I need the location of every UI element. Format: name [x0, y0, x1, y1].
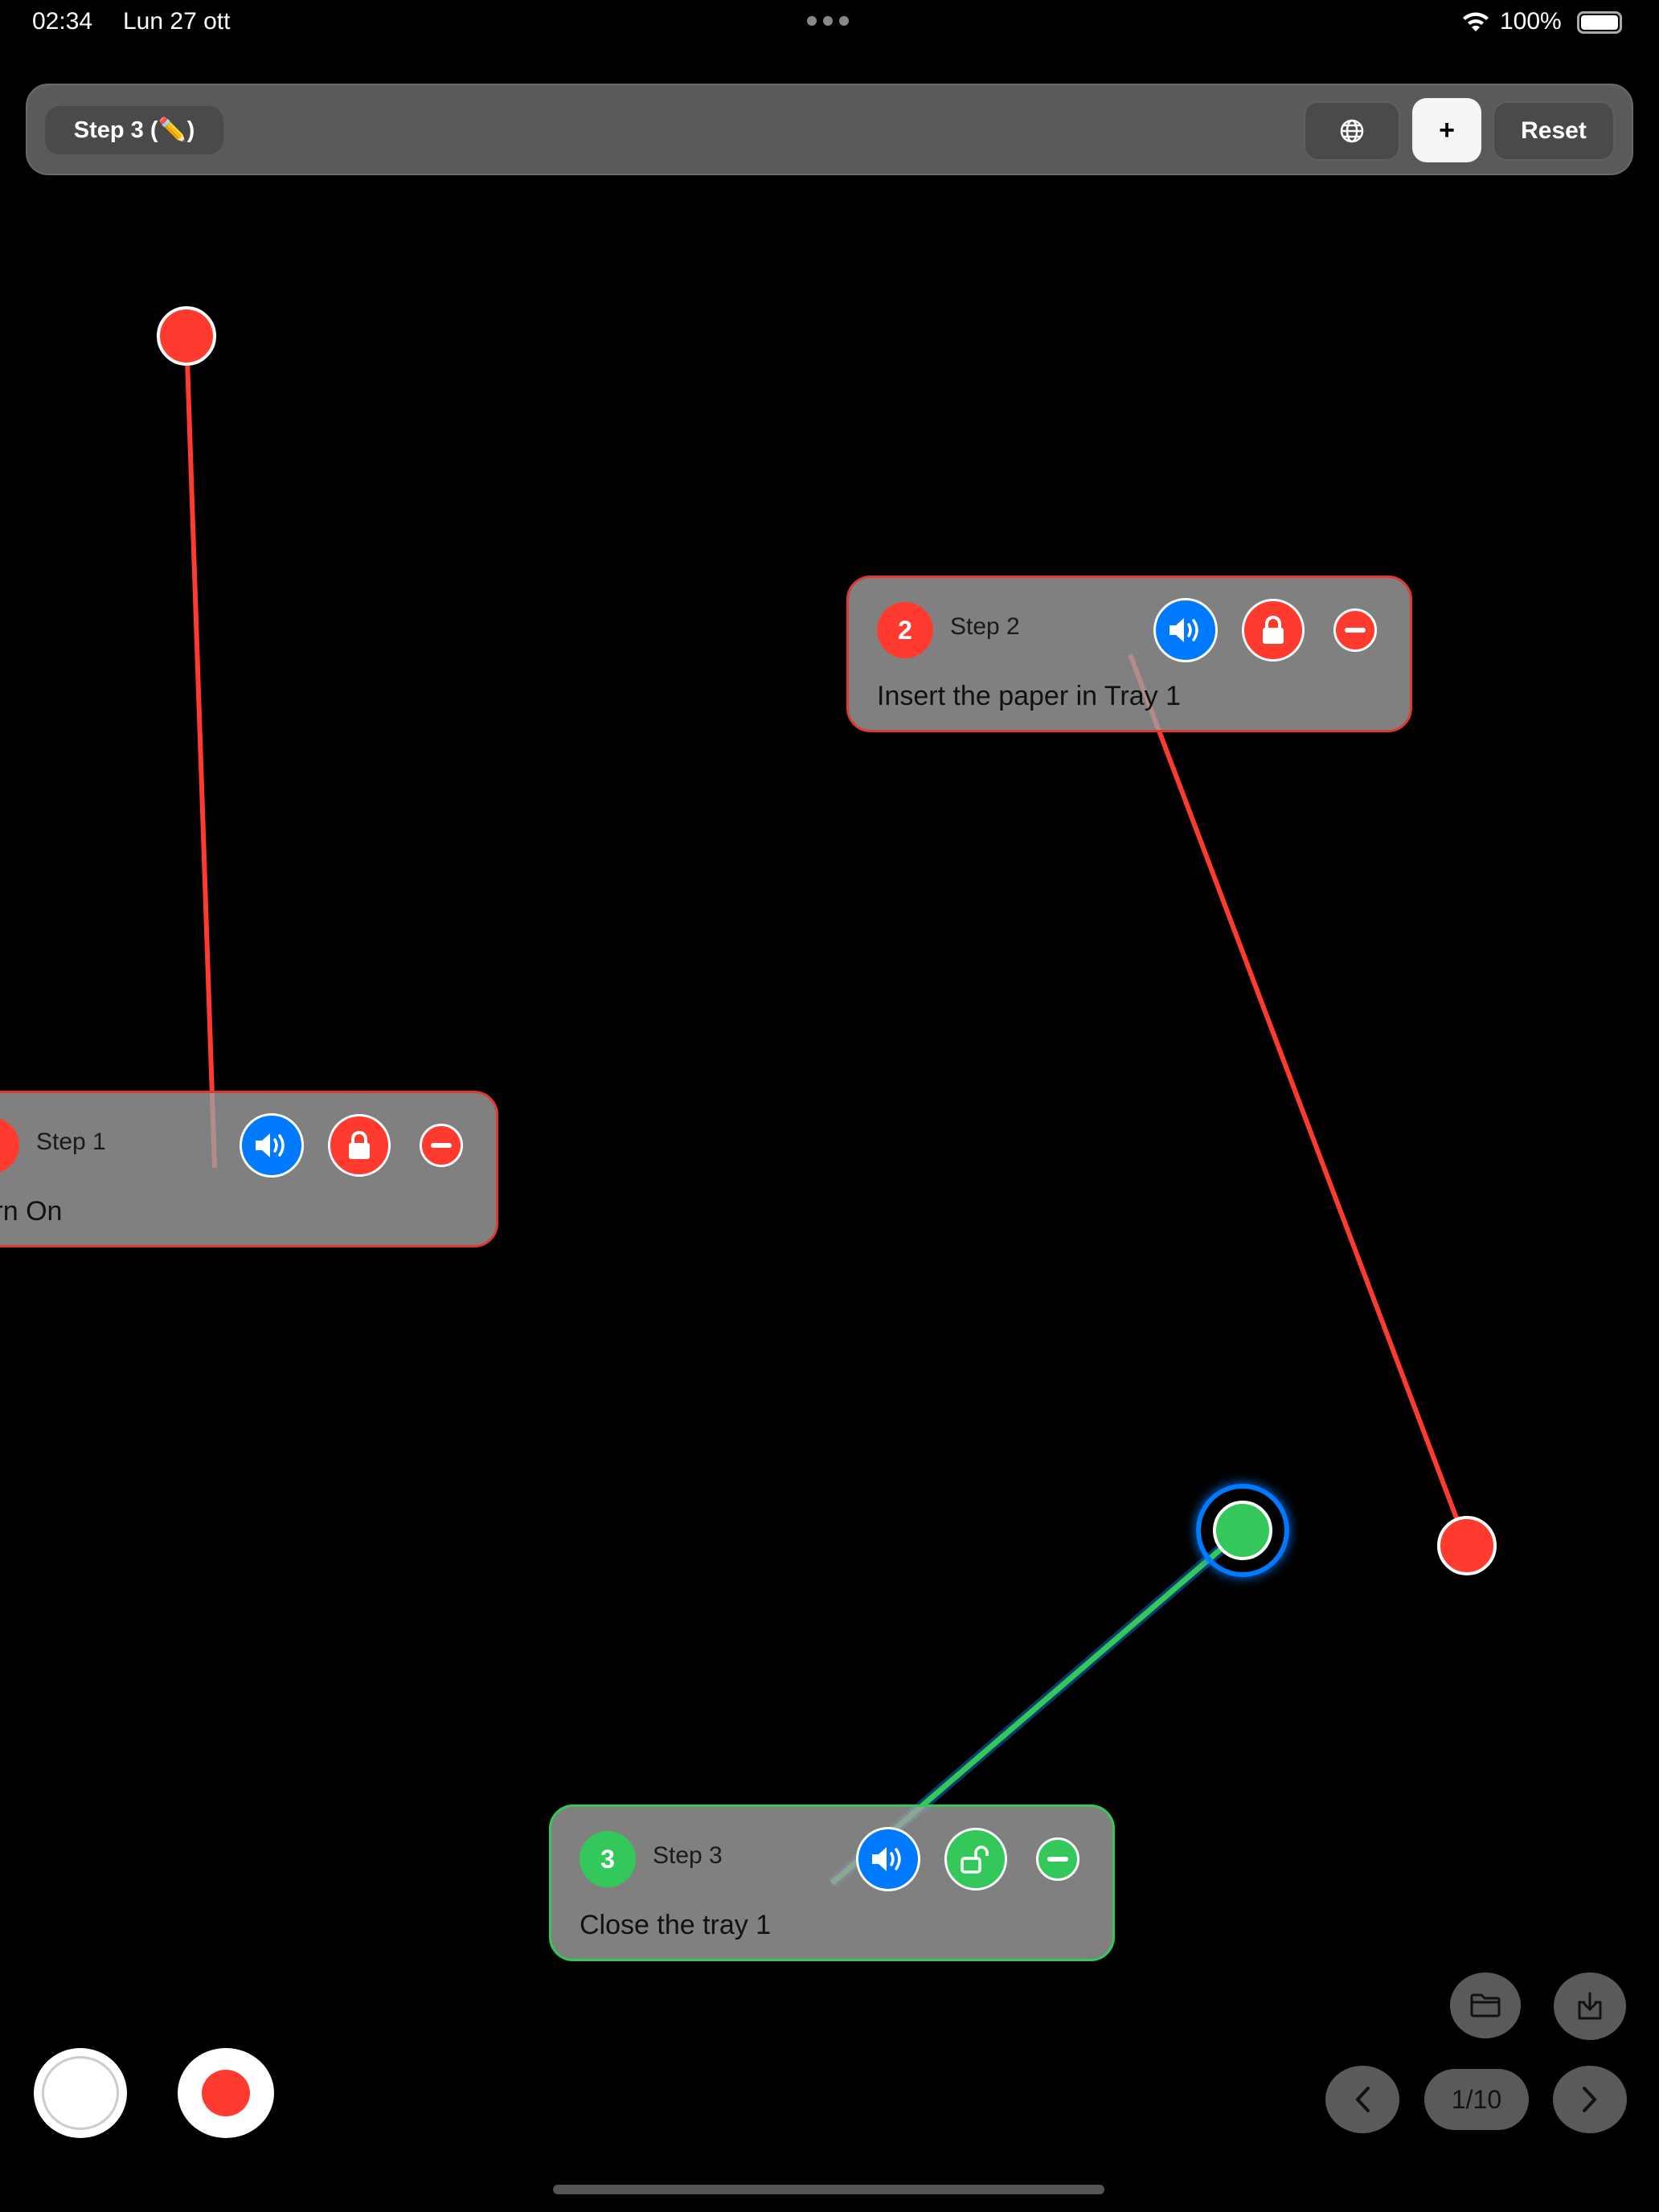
open-folder-button[interactable] — [1450, 1972, 1521, 2038]
step-1-connector — [184, 335, 217, 1169]
unlock-icon — [961, 1845, 989, 1874]
download-icon — [1578, 1992, 1602, 2020]
step-title: Step 2 — [950, 613, 1020, 640]
record-button[interactable] — [178, 2048, 274, 2138]
toolbar: Step 3 (✏️) + Reset — [26, 84, 1633, 175]
multitasking-dots-icon[interactable] — [807, 16, 849, 26]
step-3-anchor-point[interactable] — [1213, 1501, 1272, 1560]
step-card-1[interactable]: 1 Step 1 Turn On — [0, 1091, 498, 1247]
step-title: Step 1 — [36, 1129, 106, 1155]
reset-button[interactable]: Reset — [1493, 101, 1615, 161]
wifi-icon — [1461, 10, 1490, 38]
delete-step-button[interactable] — [1333, 608, 1377, 652]
delete-step-button[interactable] — [1036, 1837, 1079, 1881]
home-indicator[interactable] — [553, 2185, 1104, 2194]
record-icon — [202, 2070, 250, 2116]
unlock-button[interactable] — [944, 1828, 1007, 1890]
chevron-left-icon — [1355, 2087, 1370, 2112]
status-date: Lun 27 ott — [123, 8, 231, 35]
capture-button[interactable] — [34, 2048, 127, 2138]
step-card-3[interactable]: 3 Step 3 Close the tray 1 — [549, 1804, 1115, 1961]
step-title: Step 3 — [653, 1842, 723, 1869]
step-number-badge: 2 — [877, 602, 933, 658]
step-3-anchor-selection-ring[interactable] — [1196, 1484, 1289, 1577]
battery-percent: 100% — [1500, 8, 1562, 35]
speaker-icon — [256, 1133, 285, 1157]
previous-page-button[interactable] — [1325, 2066, 1399, 2133]
step-text: Close the tray 1 — [580, 1910, 772, 1940]
globe-icon — [1340, 119, 1364, 143]
speak-button[interactable] — [240, 1113, 304, 1178]
step-number-badge: 1 — [0, 1117, 19, 1174]
import-button[interactable] — [1554, 1972, 1626, 2040]
step-2-anchor-point[interactable] — [1437, 1516, 1497, 1575]
speaker-icon — [872, 1847, 901, 1871]
add-step-button[interactable]: + — [1412, 98, 1481, 162]
speak-button[interactable] — [856, 1827, 920, 1891]
lock-icon — [1263, 616, 1284, 644]
folder-icon — [1470, 1993, 1501, 2017]
step-number-badge: 3 — [580, 1831, 636, 1887]
lock-button[interactable] — [1242, 599, 1305, 662]
step-2-connector — [1128, 653, 1469, 1547]
step-mode-pill[interactable]: Step 3 (✏️) — [45, 106, 223, 154]
step-card-2[interactable]: 2 Step 2 Insert the paper in Tray 1 — [846, 576, 1412, 732]
next-page-button[interactable] — [1553, 2066, 1627, 2133]
delete-step-button[interactable] — [420, 1124, 463, 1167]
step-text: Turn On — [0, 1196, 63, 1227]
lock-icon — [349, 1131, 370, 1159]
status-time: 02:34 — [32, 8, 93, 35]
speaker-icon — [1169, 618, 1198, 642]
step-1-anchor-point[interactable] — [157, 306, 216, 366]
lock-button[interactable] — [328, 1114, 391, 1177]
speak-button[interactable] — [1153, 598, 1218, 662]
page-indicator: 1/10 — [1424, 2069, 1529, 2130]
step-text: Insert the paper in Tray 1 — [877, 681, 1181, 711]
chevron-right-icon — [1583, 2087, 1597, 2112]
battery-icon — [1577, 11, 1622, 34]
language-button[interactable] — [1304, 101, 1400, 161]
